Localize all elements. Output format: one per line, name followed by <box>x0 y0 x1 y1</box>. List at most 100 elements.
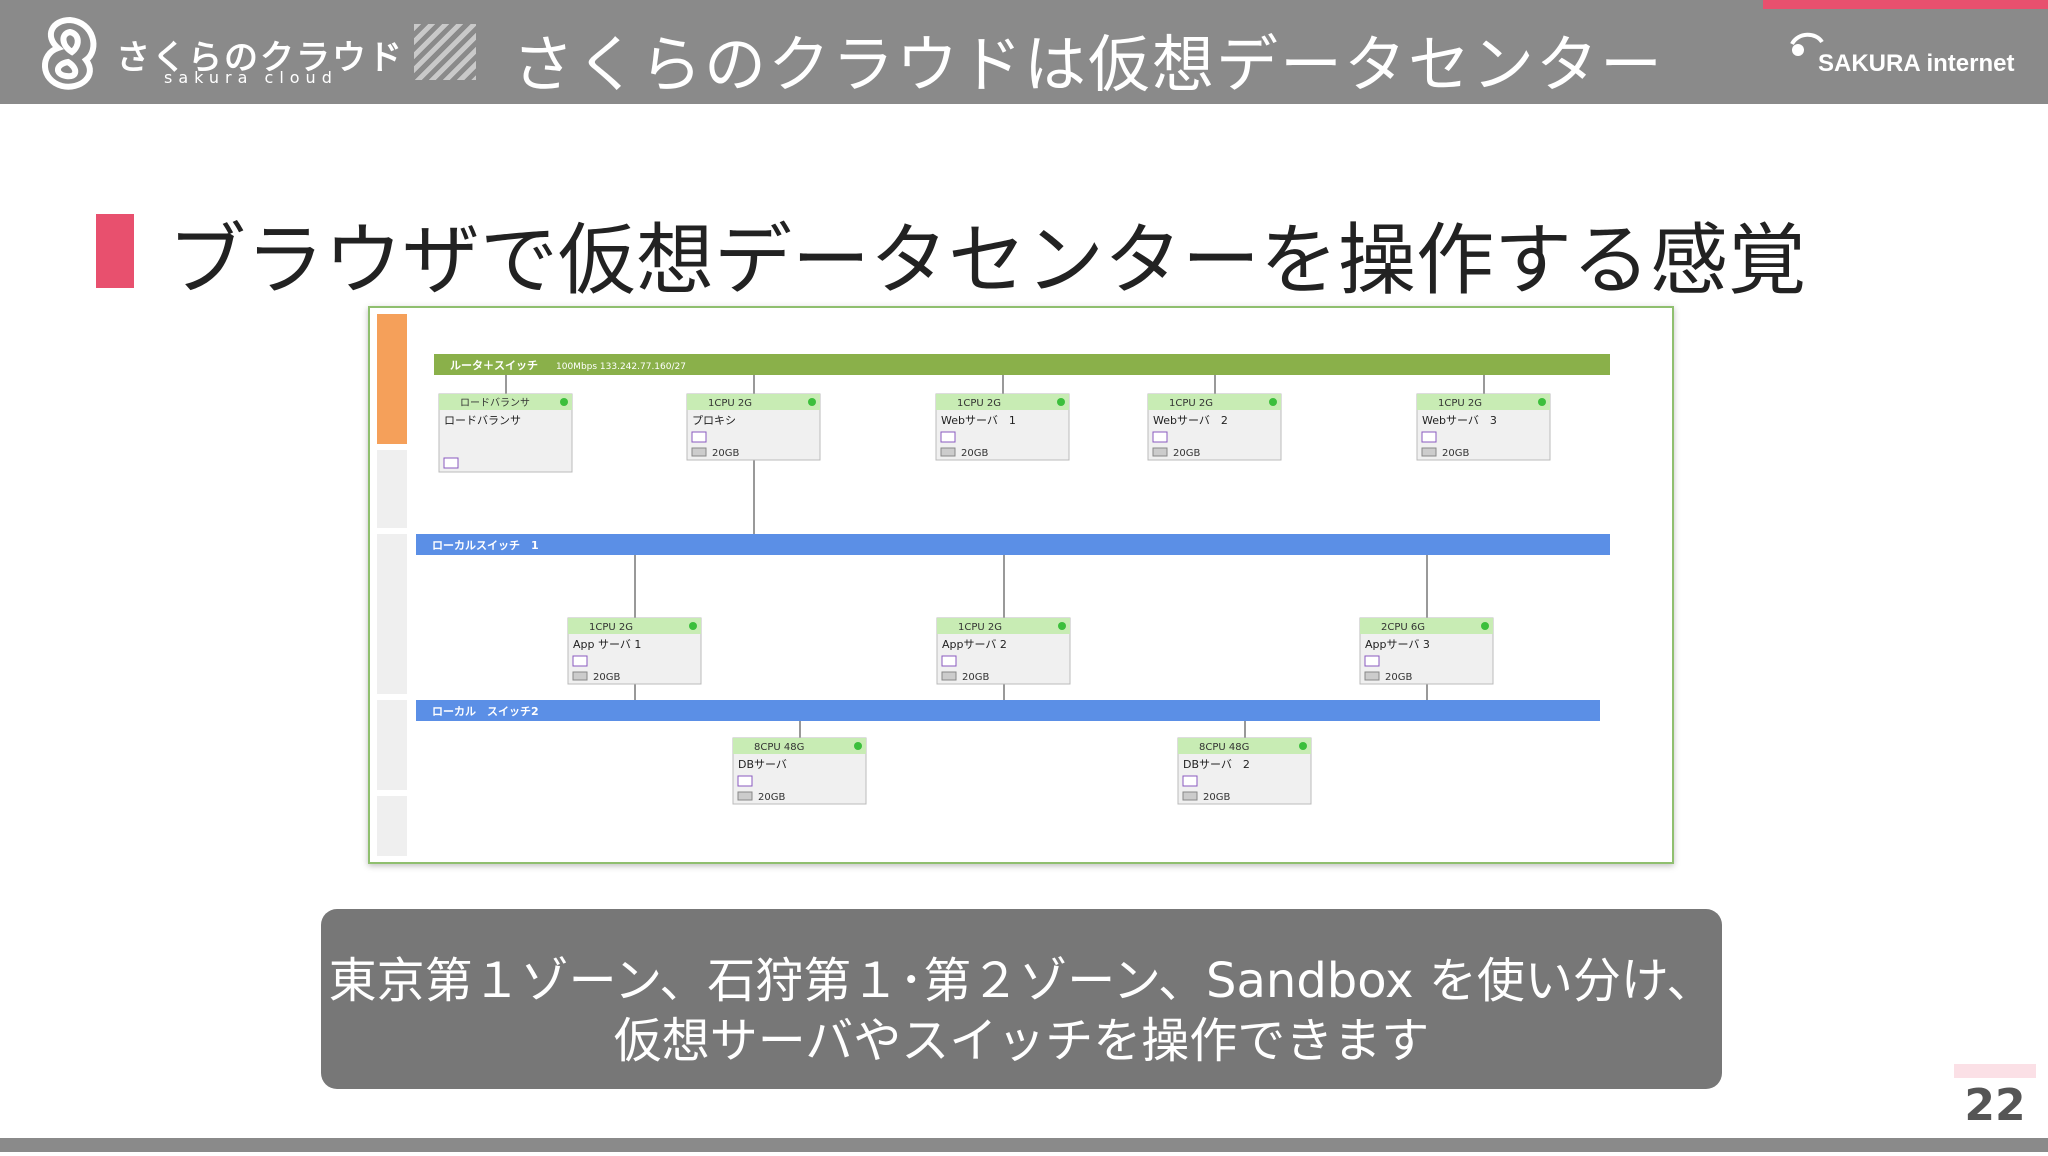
caption-line-1: 東京第１ゾーン、石狩第１･第２ゾーン、Sandbox を使い分け、 <box>328 953 1715 1009</box>
router-switch-bar[interactable] <box>434 354 1610 375</box>
footer-bar <box>0 1138 2048 1152</box>
sakura-internet-icon <box>1790 32 1824 56</box>
server-spec: 1CPU 2G <box>1438 398 1482 409</box>
server-name: Webサーバ 1 <box>941 414 1016 427</box>
server-name: Webサーバ 2 <box>1153 414 1228 427</box>
server-spec: 8CPU 48G <box>1199 742 1249 753</box>
disk-icon <box>737 791 753 801</box>
disk-icon <box>572 671 588 681</box>
server-node-web-1[interactable]: 1CPU 2G Webサーバ 1 20GB <box>935 393 1070 461</box>
local-switch-1-bar[interactable] <box>416 534 1610 555</box>
server-name: DBサーバ 2 <box>1183 758 1250 771</box>
status-ok-icon <box>1057 398 1065 406</box>
network-map-screenshot: ルータ＋スイッチ 100Mbps 133.242.77.160/27 ローカルス… <box>368 306 1674 864</box>
status-ok-icon <box>1299 742 1307 750</box>
disk-icon <box>1364 671 1380 681</box>
nic-icon <box>443 457 459 469</box>
nic-icon <box>940 431 956 443</box>
heading-accent-bar <box>96 214 134 288</box>
disk-icon <box>940 447 956 457</box>
disk-icon <box>941 671 957 681</box>
sidebar-tab[interactable] <box>377 700 407 790</box>
server-disk: 20GB <box>1442 448 1469 459</box>
nic-icon <box>1364 655 1380 667</box>
server-disk: 20GB <box>712 448 739 459</box>
slide-heading: ブラウザで仮想データセンターを操作する感覚 <box>168 216 1807 306</box>
server-spec: 1CPU 2G <box>958 622 1002 633</box>
status-ok-icon <box>1538 398 1546 406</box>
server-disk: 20GB <box>1203 792 1230 803</box>
nic-icon <box>691 431 707 443</box>
sidebar-tab[interactable] <box>377 796 407 856</box>
status-ok-icon <box>560 398 568 406</box>
status-ok-icon <box>1058 622 1066 630</box>
server-spec: 2CPU 6G <box>1381 622 1425 633</box>
header-bar: さくらのクラウド sakura cloud さくらのクラウドは仮想データセンター… <box>0 0 2048 104</box>
switch2-label: ローカル スイッチ2 <box>432 705 539 718</box>
sidebar-active-tab[interactable] <box>377 314 407 444</box>
sakura-internet-logo: SAKURA internet <box>1784 28 2024 82</box>
server-node-web-3[interactable]: 1CPU 2G Webサーバ 3 20GB <box>1416 393 1551 461</box>
status-ok-icon <box>1269 398 1277 406</box>
network-map: ルータ＋スイッチ 100Mbps 133.242.77.160/27 ローカルス… <box>377 314 1610 856</box>
server-spec: 1CPU 2G <box>957 398 1001 409</box>
server-disk: 20GB <box>962 672 989 683</box>
server-node-db-2[interactable]: 8CPU 48G DBサーバ 2 20GB <box>1177 737 1312 805</box>
sidebar-tab[interactable] <box>377 450 407 528</box>
server-node-app-3[interactable]: 2CPU 6G Appサーバ 3 20GB <box>1359 617 1494 685</box>
server-node-app-1[interactable]: 1CPU 2G App サーバ 1 20GB <box>567 617 702 685</box>
disk-icon <box>1152 447 1168 457</box>
server-spec: 1CPU 2G <box>708 398 752 409</box>
server-disk: 20GB <box>961 448 988 459</box>
server-disk: 20GB <box>1385 672 1412 683</box>
server-name: DBサーバ <box>738 758 787 771</box>
server-node-app-2[interactable]: 1CPU 2G Appサーバ 2 20GB <box>936 617 1071 685</box>
status-ok-icon <box>689 622 697 630</box>
logo-text: さくらのクラウド <box>116 38 404 78</box>
nic-icon <box>1182 775 1198 787</box>
server-spec: ロードバランサ <box>460 397 530 409</box>
nic-icon <box>572 655 588 667</box>
local-switch-2-bar[interactable] <box>416 700 1600 721</box>
server-name: プロキシ <box>692 414 736 427</box>
server-name: Webサーバ 3 <box>1422 414 1497 427</box>
server-disk: 20GB <box>1173 448 1200 459</box>
server-name: ロードバランサ <box>444 414 521 427</box>
server-node-db-1[interactable]: 8CPU 48G DBサーバ 20GB <box>732 737 867 805</box>
slide-header-title: さくらのクラウドは仮想データセンター <box>512 28 1665 101</box>
server-node-proxy[interactable]: 1CPU 2G プロキシ 20GB <box>686 393 821 461</box>
switch1-label: ローカルスイッチ 1 <box>432 539 539 552</box>
disk-icon <box>1421 447 1437 457</box>
server-spec: 1CPU 2G <box>1169 398 1213 409</box>
logo-subtext: sakura cloud <box>164 68 338 87</box>
server-disk: 20GB <box>758 792 785 803</box>
header-accent-bar <box>1763 0 2048 9</box>
nic-icon <box>941 655 957 667</box>
server-name: Appサーバ 3 <box>1365 638 1430 651</box>
caption-line-2: 仮想サーバやスイッチを操作できます <box>613 1013 1430 1069</box>
server-spec: 1CPU 2G <box>589 622 633 633</box>
hatch-decoration <box>414 24 476 80</box>
disk-icon <box>1182 791 1198 801</box>
server-name: App サーバ 1 <box>573 638 641 651</box>
router-meta: 100Mbps 133.242.77.160/27 <box>556 362 686 372</box>
status-ok-icon <box>854 742 862 750</box>
caption-box: 東京第１ゾーン、石狩第１･第２ゾーン、Sandbox を使い分け、 仮想サーバや… <box>321 909 1722 1089</box>
sakura-cloud-logo-icon <box>42 16 97 90</box>
sidebar-tab[interactable] <box>377 534 407 694</box>
server-node-web-2[interactable]: 1CPU 2G Webサーバ 2 20GB <box>1147 393 1282 461</box>
nic-icon <box>1152 431 1168 443</box>
server-spec: 8CPU 48G <box>754 742 804 753</box>
disk-icon <box>691 447 707 457</box>
server-node-load-balancer[interactable]: ロードバランサ ロードバランサ <box>438 393 573 473</box>
connection-lines <box>505 375 1485 738</box>
page-number: 22 <box>1964 1080 2026 1131</box>
server-name: Appサーバ 2 <box>942 638 1007 651</box>
nic-icon <box>737 775 753 787</box>
router-label: ルータ＋スイッチ <box>450 359 538 372</box>
status-ok-icon <box>1481 622 1489 630</box>
nic-icon <box>1421 431 1437 443</box>
server-disk: 20GB <box>593 672 620 683</box>
brand-text: SAKURA internet <box>1818 50 2015 77</box>
status-ok-icon <box>808 398 816 406</box>
